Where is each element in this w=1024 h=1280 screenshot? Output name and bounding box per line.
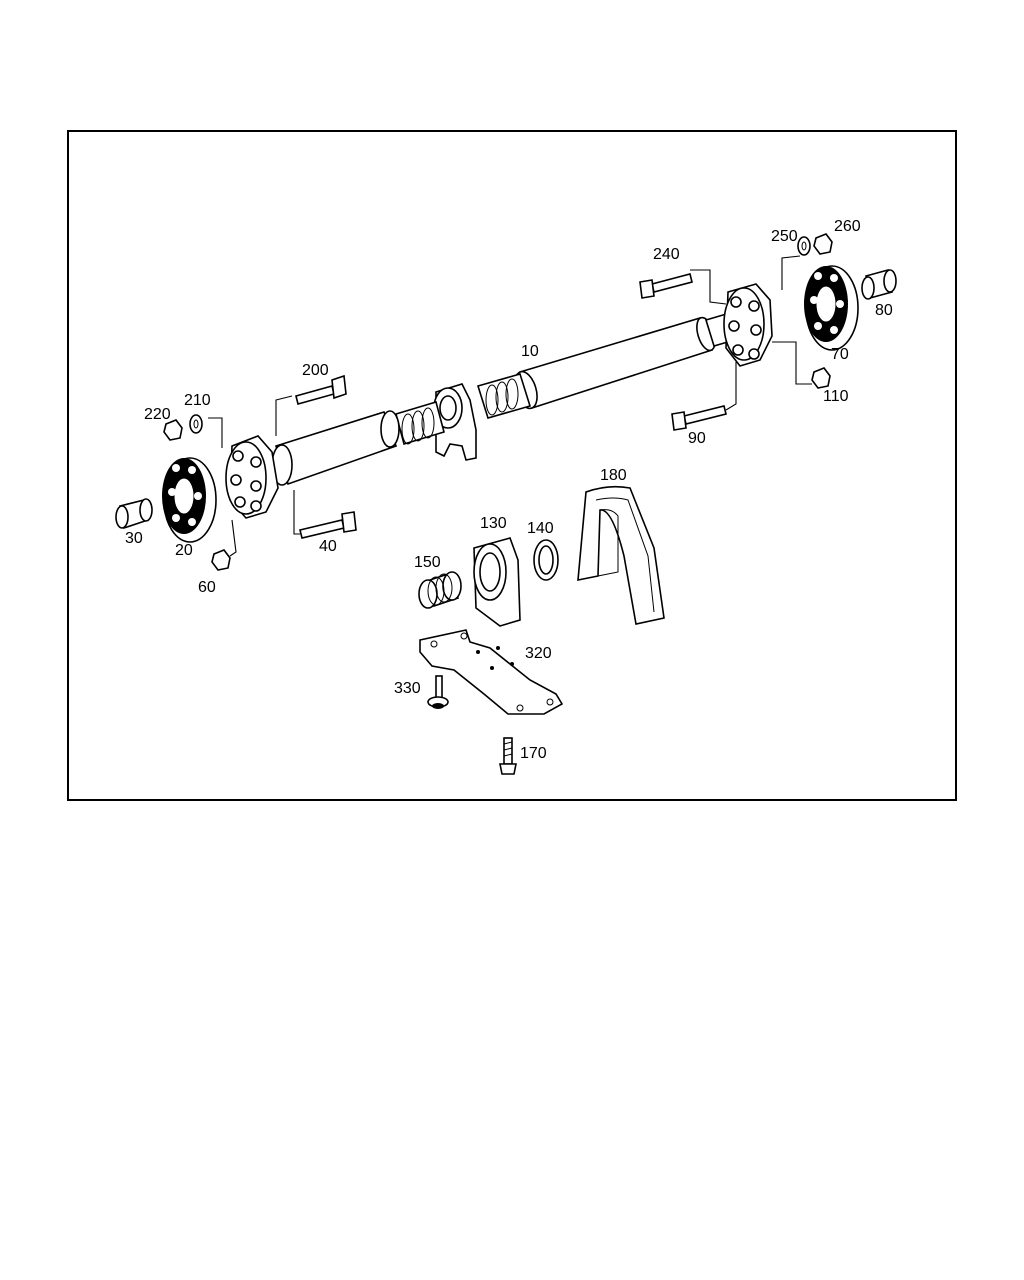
bushing-150 bbox=[418, 571, 462, 609]
label-240: 240 bbox=[653, 246, 680, 263]
label-110: 110 bbox=[823, 388, 849, 405]
bolt-40 bbox=[299, 511, 357, 539]
washer-210 bbox=[189, 414, 203, 434]
label-130: 130 bbox=[480, 515, 507, 532]
label-10: 10 bbox=[521, 343, 539, 360]
front-centering-sleeve bbox=[115, 498, 153, 530]
rear-centering-sleeve bbox=[861, 268, 897, 300]
label-210: 210 bbox=[184, 392, 211, 409]
front-flex-disc bbox=[162, 457, 217, 543]
front-flange bbox=[225, 435, 279, 519]
ring-140 bbox=[533, 539, 559, 581]
rear-flex-disc bbox=[804, 265, 859, 351]
nut-110 bbox=[811, 367, 831, 389]
label-80: 80 bbox=[875, 302, 893, 319]
label-60: 60 bbox=[198, 579, 216, 596]
cover-180 bbox=[577, 485, 665, 625]
label-180: 180 bbox=[600, 467, 627, 484]
leader-lines bbox=[208, 255, 812, 557]
label-40: 40 bbox=[319, 538, 337, 555]
label-250: 250 bbox=[771, 228, 798, 245]
washer-250 bbox=[797, 236, 811, 256]
label-150: 150 bbox=[414, 554, 441, 571]
label-140: 140 bbox=[527, 520, 554, 537]
rear-flange bbox=[723, 283, 773, 367]
bolt-90 bbox=[671, 405, 727, 431]
bolt-200 bbox=[295, 374, 347, 405]
propeller-shaft bbox=[271, 309, 750, 486]
nut-220 bbox=[163, 419, 183, 441]
label-170: 170 bbox=[520, 745, 547, 762]
label-220: 220 bbox=[144, 406, 171, 423]
label-20: 20 bbox=[175, 542, 193, 559]
label-260: 260 bbox=[834, 218, 861, 235]
screw-170 bbox=[499, 737, 517, 775]
bearing-housing-130 bbox=[473, 537, 521, 627]
label-90: 90 bbox=[688, 430, 706, 447]
label-70: 70 bbox=[831, 346, 849, 363]
label-200: 200 bbox=[302, 362, 329, 379]
label-30: 30 bbox=[125, 530, 143, 547]
bolt-240 bbox=[639, 273, 693, 299]
label-320: 320 bbox=[525, 645, 552, 662]
diagram-border bbox=[67, 130, 957, 801]
nut-260 bbox=[813, 233, 833, 255]
screw-330 bbox=[427, 675, 449, 709]
nut-60 bbox=[211, 549, 231, 571]
label-330: 330 bbox=[394, 680, 421, 697]
bracket-320 bbox=[419, 629, 564, 715]
